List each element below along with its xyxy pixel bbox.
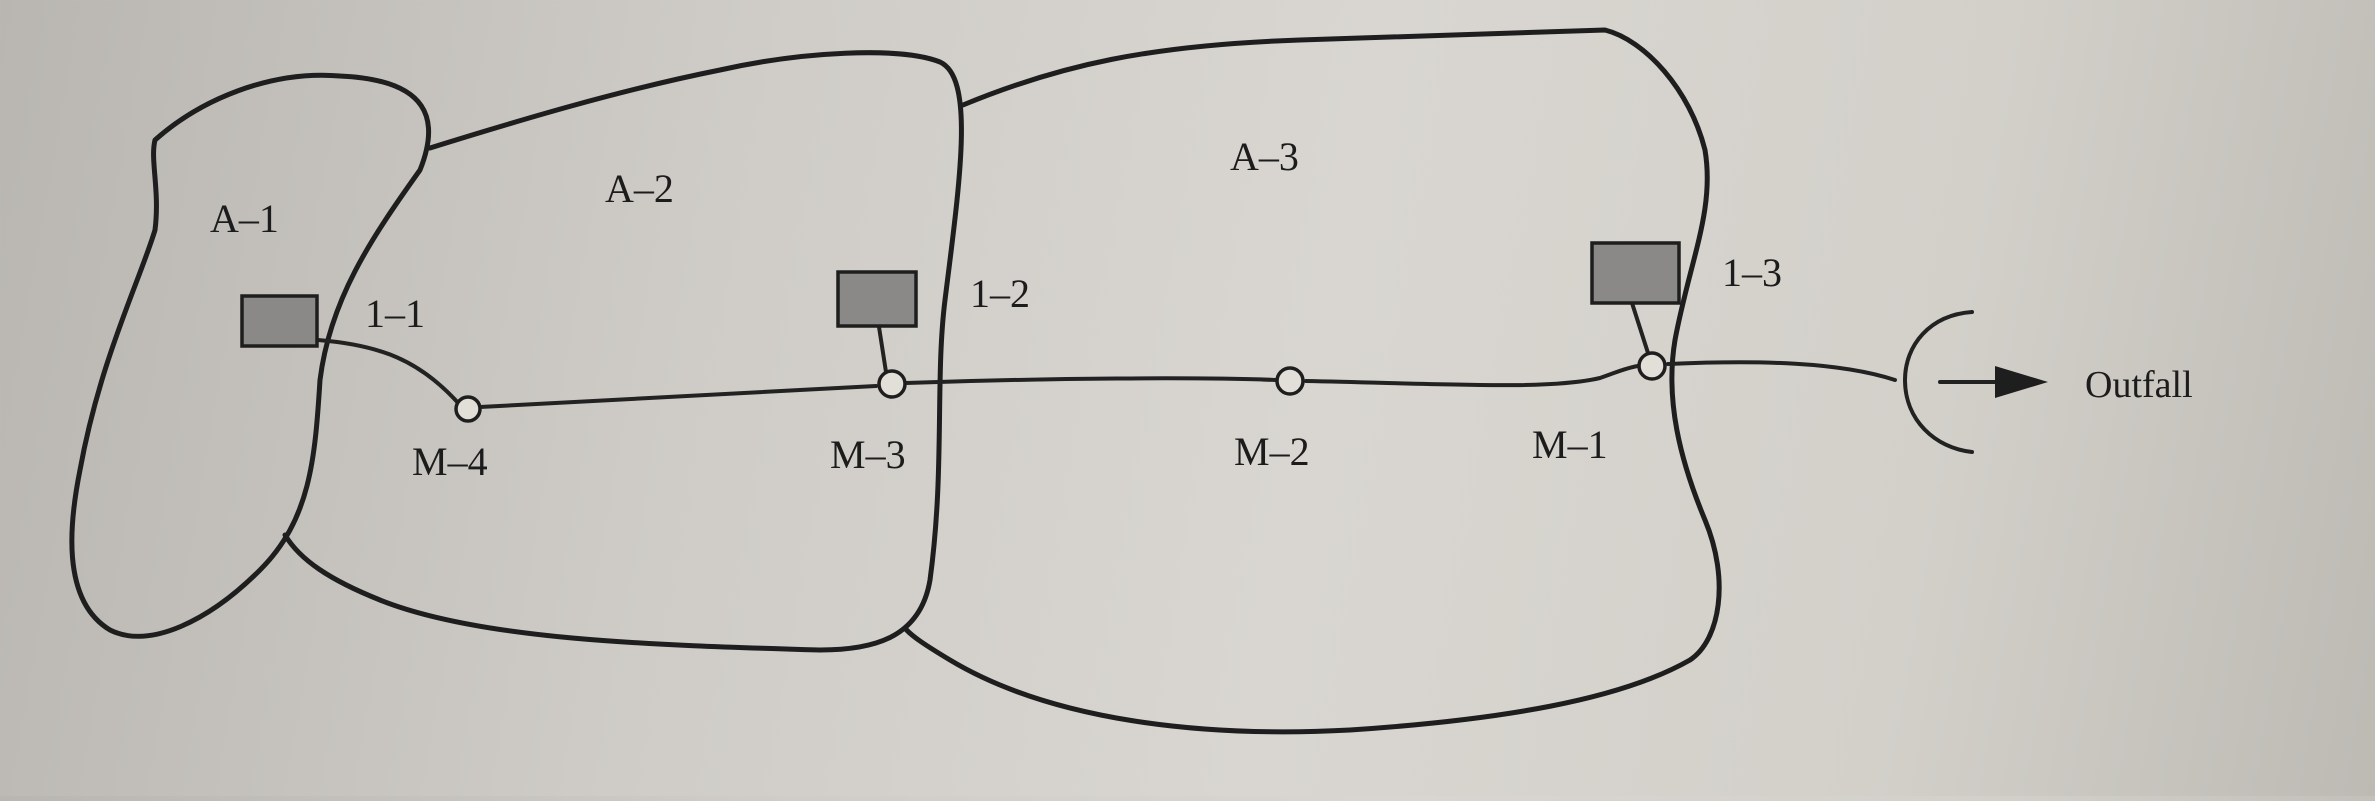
pipe-m1-to-outfall	[1666, 360, 1897, 382]
manhole-label-m4: M–4	[412, 439, 488, 484]
inlet-label-1-2: 1–2	[970, 271, 1030, 316]
inlet-1-2	[836, 270, 918, 328]
inlet-label-1-3: 1–3	[1722, 250, 1782, 295]
inlet-1-3	[1590, 241, 1681, 305]
pipe-m2-to-m1	[1304, 364, 1640, 388]
manhole-m1	[1637, 351, 1667, 381]
pipe-inlet1-to-m4	[316, 338, 462, 407]
manhole-label-m2: M–2	[1234, 429, 1310, 474]
area-label-a1: A–1	[210, 196, 279, 241]
manhole-m3	[877, 369, 907, 399]
pipe-m4-to-m3	[478, 384, 878, 409]
area-label-a3: A–3	[1230, 134, 1299, 179]
pipe-m3-to-m2	[904, 376, 1278, 385]
outfall-headwall	[1902, 310, 1974, 454]
outfall-arrow-icon	[1995, 366, 2048, 398]
area-label-a2: A–2	[605, 166, 674, 211]
connector-inlet3-m1	[1630, 301, 1650, 355]
manhole-label-m3: M–3	[830, 432, 906, 477]
inlet-label-1-1: 1–1	[365, 291, 425, 336]
outfall-label: Outfall	[2085, 364, 2193, 406]
manhole-m4	[454, 395, 482, 423]
manhole-m2	[1275, 366, 1305, 396]
area-a3-boundary	[902, 27, 1722, 735]
area-a2-boundary	[282, 50, 964, 653]
connector-inlet2-m3	[877, 325, 888, 374]
manhole-label-m1: M–1	[1532, 422, 1608, 467]
area-a1-boundary	[69, 72, 432, 639]
inlet-1-1	[240, 294, 319, 348]
